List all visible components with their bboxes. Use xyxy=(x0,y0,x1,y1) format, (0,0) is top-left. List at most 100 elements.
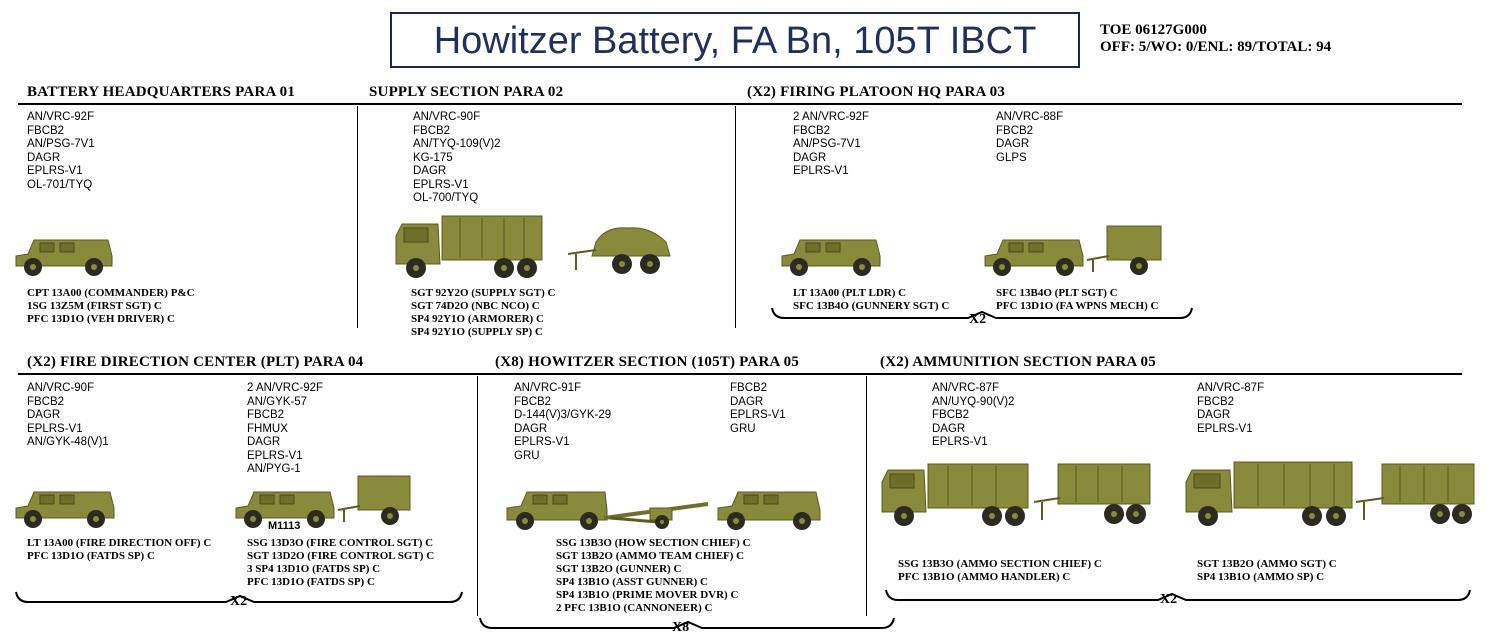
equipment-list-howitzer-a: AN/VRC-91F FBCB2 D-144(V)3/GYK-29 DAGR E… xyxy=(514,382,611,463)
equipment-item: EPLRS-V1 xyxy=(1197,422,1253,435)
personnel-item: SSG 13B3O (HOW SECTION CHIEF) C xyxy=(556,537,751,549)
equipment-item: GRU xyxy=(730,422,756,435)
personnel-list-ammo-a: SSG 13B3O (AMMO SECTION CHIEF) C PFC 13B… xyxy=(898,558,1102,584)
equipment-item: AN/GYK-57 xyxy=(247,395,308,408)
equipment-item: DAGR xyxy=(27,409,61,421)
equipment-list-howitzer-b: FBCB2 DAGR EPLRS-V1 GRU xyxy=(730,382,786,436)
equipment-item: EPLRS-V1 xyxy=(793,165,849,177)
equipment-item: OL-701/TYQ xyxy=(27,178,93,191)
equipment-item: GRU xyxy=(514,449,540,462)
personnel-item: LT 13A00 (FIRE DIRECTION OFF) C xyxy=(27,537,212,549)
equipment-list-hq: AN/VRC-92F FBCB2 AN/PSG-7V1 DAGR EPLRS-V… xyxy=(27,111,95,192)
equipment-item: FBCB2 xyxy=(793,124,831,137)
multiplier-label: X2 xyxy=(969,312,987,327)
page-title: Howitzer Battery, FA Bn, 105T IBCT xyxy=(433,20,1037,62)
personnel-item: PFC 13D1O (FATDS SP) C xyxy=(247,576,375,588)
equipment-item: FBCB2 xyxy=(996,124,1034,137)
personnel-item: SFC 13B4O (GUNNERY SGT) C xyxy=(793,300,950,312)
personnel-item: SP4 92Y1O (ARMORER) C xyxy=(411,313,544,325)
personnel-list-fdc-a: LT 13A00 (FIRE DIRECTION OFF) C PFC 13D1… xyxy=(27,537,211,563)
equipment-item: DAGR xyxy=(27,151,61,164)
equipment-item: DAGR xyxy=(932,422,966,435)
divider-supply-firing xyxy=(735,106,736,328)
divider-howitzer-ammo xyxy=(866,376,867,616)
personnel-item: SGT 13B2O (AMMO TEAM CHIEF) C xyxy=(556,550,745,562)
humvee-icon xyxy=(15,491,115,528)
section-title-howitzer: (X8) HOWITZER SECTION (105T) PARA 05 xyxy=(495,354,800,370)
toe-number: TOE 06127G000 xyxy=(1100,22,1207,38)
personnel-item: PFC 13B1O (AMMO HANDLER) C xyxy=(898,571,1071,583)
equipment-item: EPLRS-V1 xyxy=(247,449,303,462)
humvee-icon xyxy=(984,239,1084,276)
equipment-item: DAGR xyxy=(1197,409,1231,421)
humvee-icon xyxy=(15,239,113,276)
section-title-supply: SUPPLY SECTION PARA 02 xyxy=(369,84,564,100)
trailer-icon xyxy=(337,475,411,525)
personnel-item: SP4 13B1O (ASST GUNNER) C xyxy=(556,576,708,588)
personnel-item: SFC 13B4O (PLT SGT) C xyxy=(996,287,1118,299)
equipment-item: EPLRS-V1 xyxy=(413,178,469,191)
section-title-fdc: (X2) FIRE DIRECTION CENTER (PLT) PARA 04 xyxy=(27,354,364,370)
personnel-item: SGT 92Y2O (SUPPLY SGT) C xyxy=(411,287,556,299)
personnel-list-howitzer: SSG 13B3O (HOW SECTION CHIEF) C SGT 13B2… xyxy=(556,537,750,615)
personnel-item: 1SG 13Z5M (FIRST SGT) C xyxy=(27,300,162,312)
section-title-hq: BATTERY HEADQUARTERS PARA 01 xyxy=(27,84,296,100)
humvee-icon xyxy=(781,239,881,276)
multiplier-label: X2 xyxy=(230,594,248,609)
equipment-item: FHMUX xyxy=(247,422,288,435)
vehicle-label: M1113 xyxy=(268,520,301,532)
humvee-icon xyxy=(717,491,821,530)
equipment-item: EPLRS-V1 xyxy=(514,436,570,448)
multiplier-label: X2 xyxy=(1160,592,1178,607)
personnel-item: SP4 92Y1O (SUPPLY SP) C xyxy=(411,326,543,338)
toe-strength: OFF: 5/WO: 0/ENL: 89/TOTAL: 94 xyxy=(1100,39,1332,55)
multiplier-brace xyxy=(771,307,1193,319)
equipment-item: D-144(V)3/GYK-29 xyxy=(514,409,612,421)
personnel-item: SP4 13B1O (AMMO SP) C xyxy=(1197,571,1325,583)
equipment-list-supply: AN/VRC-90F FBCB2 AN/TYQ-109(V)2 KG-175 D… xyxy=(413,111,501,206)
equipment-item: EPLRS-V1 xyxy=(27,422,83,435)
personnel-item: SGT 74D2O (NBC NCO) C xyxy=(411,300,540,312)
humvee-icon xyxy=(235,491,335,528)
equipment-item: AN/VRC-88F xyxy=(996,111,1064,123)
personnel-item: 2 PFC 13B1O (CANNONEER) C xyxy=(556,602,713,614)
personnel-item: SGT 13D2O (FIRE CONTROL SGT) C xyxy=(247,550,435,562)
multiplier-brace xyxy=(479,617,895,629)
personnel-list-fdc-b: SSG 13D3O (FIRE CONTROL SGT) C SGT 13D2O… xyxy=(247,537,434,589)
trailer-icon xyxy=(567,227,671,274)
equipment-item: FBCB2 xyxy=(514,395,552,408)
equipment-item: AN/TYQ-109(V)2 xyxy=(413,138,501,150)
equipment-item: OL-700/TYQ xyxy=(413,192,479,204)
trailer-icon xyxy=(1033,463,1151,524)
equipment-list-firing-b: AN/VRC-88F FBCB2 DAGR GLPS xyxy=(996,111,1063,165)
divider-fdc-howitzer xyxy=(477,376,478,616)
equipment-item: EPLRS-V1 xyxy=(932,436,988,448)
personnel-list-firing-a: LT 13A00 (PLT LDR) C SFC 13B4O (GUNNERY … xyxy=(793,287,949,313)
multiplier-label: X8 xyxy=(672,620,690,635)
personnel-list-supply: SGT 92Y2O (SUPPLY SGT) C SGT 74D2O (NBC … xyxy=(411,287,555,339)
multiplier-brace xyxy=(15,591,463,603)
equipment-item: 2 AN/VRC-92F xyxy=(247,382,324,394)
trailer-icon xyxy=(1086,225,1162,275)
equipment-list-fdc-a: AN/VRC-90F FBCB2 DAGR EPLRS-V1 AN/GYK-48… xyxy=(27,382,109,450)
personnel-item: SSG 13D3O (FIRE CONTROL SGT) C xyxy=(247,537,434,549)
personnel-item: SGT 13B2O (GUNNER) C xyxy=(556,563,682,575)
equipment-item: KG-175 xyxy=(413,151,453,164)
personnel-item: PFC 13D1O (VEH DRIVER) C xyxy=(27,313,175,325)
personnel-item: LT 13A00 (PLT LDR) C xyxy=(793,287,907,299)
equipment-item: DAGR xyxy=(514,422,548,435)
section-title-ammo: (X2) AMMUNITION SECTION PARA 05 xyxy=(880,354,1156,370)
equipment-item: FBCB2 xyxy=(730,382,768,394)
equipment-list-ammo-a: AN/VRC-87F AN/UYQ-90(V)2 FBCB2 DAGR EPLR… xyxy=(932,382,1014,450)
equipment-item: EPLRS-V1 xyxy=(730,409,786,421)
equipment-item: FBCB2 xyxy=(413,124,451,137)
howitzer-icon xyxy=(603,502,709,529)
equipment-list-fdc-b: 2 AN/VRC-92F AN/GYK-57 FBCB2 FHMUX DAGR … xyxy=(247,382,323,477)
equipment-item: AN/PYG-1 xyxy=(247,463,301,475)
equipment-item: FBCB2 xyxy=(247,409,285,421)
equipment-item: EPLRS-V1 xyxy=(27,165,83,177)
equipment-item: AN/PSG-7V1 xyxy=(793,138,861,150)
equipment-item: AN/PSG-7V1 xyxy=(27,138,95,150)
multiplier-brace xyxy=(885,589,1471,601)
equipment-item: DAGR xyxy=(996,138,1030,150)
